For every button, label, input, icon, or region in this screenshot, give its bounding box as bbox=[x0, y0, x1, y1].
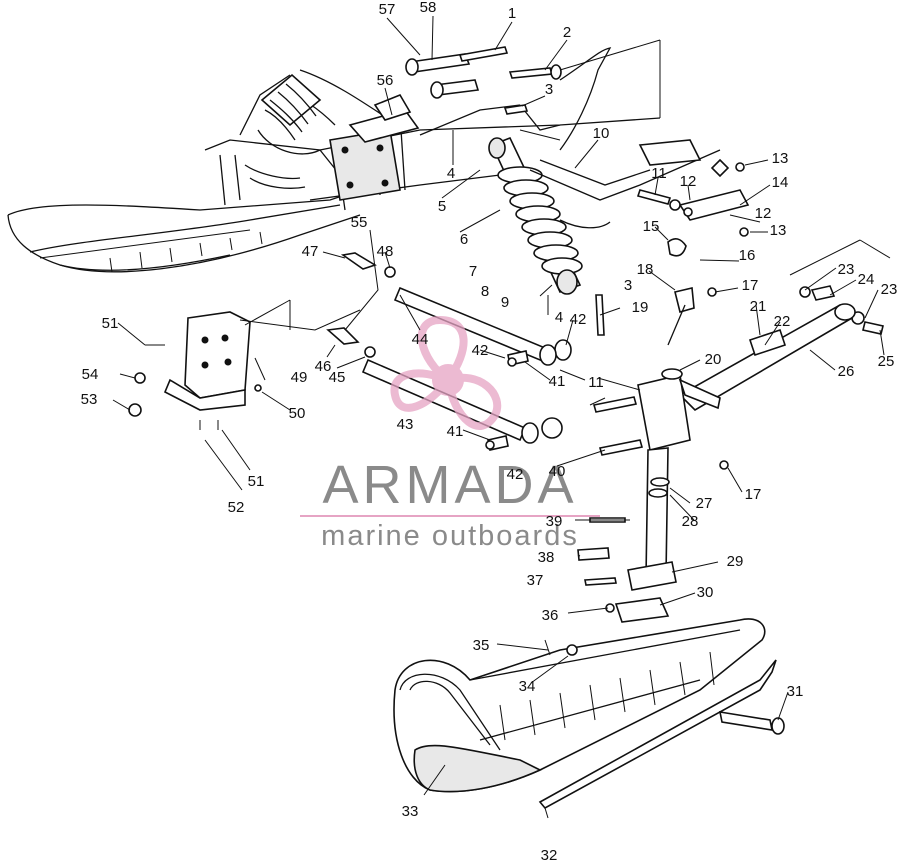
callout-51-b: 51 bbox=[248, 473, 265, 490]
leader-lines bbox=[112, 15, 891, 819]
callout-3: 3 bbox=[545, 81, 553, 98]
callout-19: 19 bbox=[632, 299, 649, 316]
spindle bbox=[595, 287, 729, 623]
callout-57: 57 bbox=[379, 1, 396, 18]
radius-rod bbox=[678, 303, 856, 412]
callout-46: 46 bbox=[315, 358, 332, 375]
callout-11: 11 bbox=[651, 165, 667, 182]
spindle-bolts bbox=[577, 396, 644, 613]
callout-23: 23 bbox=[838, 261, 855, 278]
callout-5: 5 bbox=[438, 198, 446, 215]
callout-9: 9 bbox=[501, 294, 509, 311]
callout-41: 41 bbox=[549, 373, 566, 390]
callout-30: 30 bbox=[697, 584, 714, 601]
callout-32: 32 bbox=[541, 847, 558, 861]
callout-8: 8 bbox=[481, 283, 489, 300]
callout-42: 42 bbox=[570, 311, 587, 328]
upper-bracket bbox=[329, 94, 420, 201]
callout-13: 13 bbox=[772, 150, 789, 167]
upper-bolts bbox=[405, 46, 562, 115]
callout-56: 56 bbox=[377, 72, 394, 89]
callout-28: 28 bbox=[682, 513, 699, 530]
right-hardware bbox=[636, 162, 884, 335]
callout-44: 44 bbox=[412, 331, 429, 348]
callout-34: 34 bbox=[519, 678, 536, 695]
callout-40: 40 bbox=[549, 463, 566, 480]
ski bbox=[393, 618, 785, 810]
callout-1: 1 bbox=[508, 5, 516, 22]
callout-48: 48 bbox=[377, 243, 394, 260]
callout-4-b: 4 bbox=[555, 309, 563, 326]
bumper-bracket bbox=[128, 311, 262, 430]
callout-47: 47 bbox=[302, 243, 319, 260]
callout-29: 29 bbox=[727, 553, 744, 570]
callout-10: 10 bbox=[593, 125, 610, 142]
callout-26: 26 bbox=[838, 363, 855, 380]
callout-54: 54 bbox=[82, 366, 99, 383]
callout-12-b: 12 bbox=[755, 205, 772, 222]
callout-20: 20 bbox=[705, 351, 722, 368]
callout-42-c: 42 bbox=[507, 466, 524, 483]
callout-35: 35 bbox=[473, 637, 490, 654]
callout-50: 50 bbox=[289, 405, 306, 422]
callout-18: 18 bbox=[637, 261, 654, 278]
callout-15: 15 bbox=[643, 218, 660, 235]
callout-13-b: 13 bbox=[770, 222, 787, 239]
a-arms bbox=[326, 252, 572, 451]
callout-27: 27 bbox=[696, 495, 713, 512]
callout-16: 16 bbox=[739, 247, 756, 264]
callout-labels: 1 2 3 3 4 4 5 6 7 8 9 10 11 11 12 12 13 … bbox=[81, 0, 898, 864]
propeller-icon bbox=[390, 315, 502, 430]
callout-24: 24 bbox=[858, 271, 875, 288]
front-shock bbox=[488, 136, 583, 295]
watermark: ARMADA marine outboards bbox=[300, 315, 600, 552]
callout-31: 31 bbox=[787, 683, 804, 700]
callout-58: 58 bbox=[420, 0, 437, 16]
callout-17-b: 17 bbox=[745, 486, 762, 503]
callout-3-b: 3 bbox=[624, 277, 632, 294]
callout-17: 17 bbox=[742, 277, 759, 294]
callout-39: 39 bbox=[546, 513, 563, 530]
watermark-brand: ARMADA bbox=[322, 455, 577, 515]
watermark-tagline: marine outboards bbox=[321, 520, 579, 552]
callout-25: 25 bbox=[878, 353, 895, 370]
callout-14: 14 bbox=[772, 174, 789, 191]
callout-23-b: 23 bbox=[881, 281, 898, 298]
callout-6: 6 bbox=[460, 231, 468, 248]
callout-7: 7 bbox=[469, 263, 477, 280]
callout-55: 55 bbox=[351, 214, 368, 231]
callout-51: 51 bbox=[102, 315, 119, 332]
callout-21: 21 bbox=[750, 298, 767, 315]
callout-4: 4 bbox=[447, 165, 455, 182]
callout-49: 49 bbox=[291, 369, 308, 386]
steering-arm bbox=[529, 139, 750, 229]
callout-36: 36 bbox=[542, 607, 559, 624]
chassis-tunnel bbox=[7, 39, 661, 273]
callout-33: 33 bbox=[402, 803, 419, 820]
callout-2: 2 bbox=[563, 24, 571, 41]
callout-53: 53 bbox=[81, 391, 98, 408]
callout-45: 45 bbox=[329, 369, 346, 386]
callout-11-b: 11 bbox=[588, 374, 604, 391]
callout-38: 38 bbox=[538, 549, 555, 566]
callout-22: 22 bbox=[774, 313, 791, 330]
callout-42-b: 42 bbox=[472, 342, 489, 359]
callout-37: 37 bbox=[527, 572, 544, 589]
callout-52: 52 bbox=[228, 499, 245, 516]
callout-43: 43 bbox=[397, 416, 414, 433]
callout-41-b: 41 bbox=[447, 423, 464, 440]
callout-12: 12 bbox=[680, 173, 697, 190]
